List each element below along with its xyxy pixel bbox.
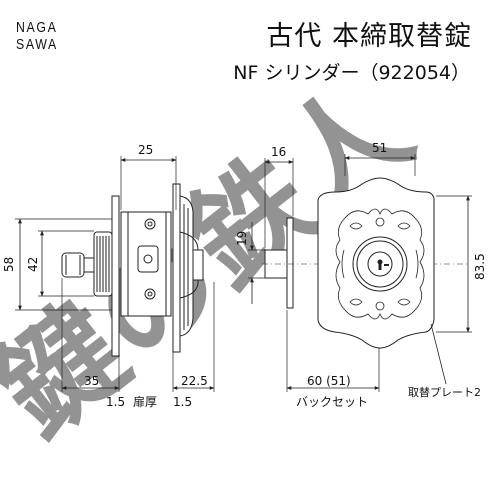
backset-label: バックセット [296, 395, 368, 409]
dim-top-width-label: 25 [138, 143, 153, 157]
cylinder-face-plug [367, 251, 393, 277]
knurled-rose [93, 231, 113, 297]
outer-plate [172, 183, 181, 353]
outer-escutcheon [179, 195, 204, 337]
plate-leader-line [430, 323, 447, 385]
dim-height-outer-label: 58 [2, 257, 16, 272]
keyhole-icon [377, 259, 389, 270]
cylinder-face-ring [356, 240, 404, 288]
dim-35-label: 35 [84, 374, 99, 388]
dim-1-5-left-label: 1.5 [106, 395, 125, 409]
plate-height-label: 83.5 [473, 253, 487, 280]
dim-1-5-right-label: 1.5 [173, 395, 192, 409]
filigree-ornament [335, 208, 425, 320]
dim-height-inner-label: 42 [26, 257, 40, 272]
cylinder-flange [286, 217, 294, 309]
lock-case-inner [127, 211, 167, 317]
thumbturn-knob [61, 252, 95, 278]
door-thickness-label: 扉厚 [133, 395, 157, 409]
brand-logo-line2: SAWA [16, 36, 58, 53]
side-view [15, 156, 215, 392]
plate-front-view [317, 154, 472, 385]
screw-bottom [144, 288, 156, 300]
plate-width-label: 51 [372, 141, 387, 155]
brand-logo: NAGA SAWA [16, 20, 58, 54]
dim-22-5-label: 22.5 [181, 374, 208, 388]
dim-16-label: 16 [271, 145, 286, 159]
product-title: 古代 本締取替錠 [266, 21, 472, 52]
inner-plate [111, 195, 120, 357]
dim-19-label: 19 [235, 231, 249, 246]
product-subtitle: NF シリンダー（922054） [233, 62, 470, 84]
screw-top [144, 218, 156, 230]
bolt [137, 245, 159, 273]
backset-value-label: 60 (51) [307, 374, 351, 388]
brand-logo-line1: NAGA [16, 19, 58, 36]
replacement-plate-label: 取替プレート2 [408, 385, 481, 399]
